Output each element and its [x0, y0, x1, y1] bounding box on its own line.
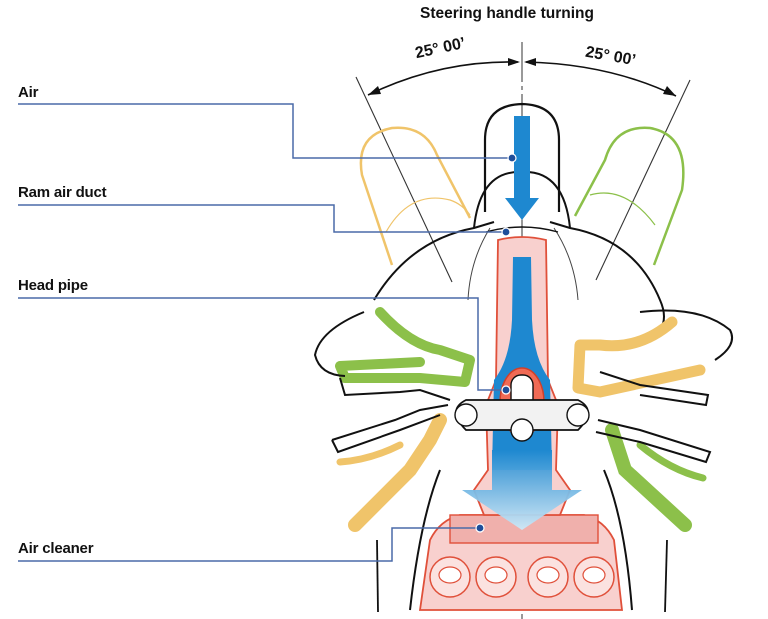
- leader-dot-ram-air-duct: [501, 227, 511, 237]
- right-side-mark: [664, 539, 668, 613]
- cowl-lower-curve: [485, 226, 559, 233]
- left-lever-green: [335, 307, 475, 387]
- fairing-inner-right: [553, 227, 579, 301]
- right-lever-yellow: [572, 316, 706, 398]
- leader-air: [18, 103, 512, 159]
- leader-dot-air-cleaner: [475, 523, 485, 533]
- fairing-inner-left: [467, 227, 491, 301]
- leader-air-cleaner: [18, 527, 480, 562]
- fairing-lower-left: [409, 469, 441, 611]
- left-angle-arc: [367, 61, 519, 96]
- funnel-hole-3: [536, 566, 560, 584]
- left-angle-ray: [355, 76, 453, 283]
- funnel-hole-4: [582, 566, 606, 584]
- leader-ram-air-duct: [18, 204, 506, 233]
- left-mirror-outline: [313, 311, 365, 377]
- right-angle-ray: [595, 79, 691, 281]
- funnel-hole-2: [484, 566, 508, 584]
- right-handlebar-outline: [595, 371, 712, 464]
- right-grip-green: [605, 423, 692, 532]
- left-turn-ghost-inner: [385, 197, 471, 233]
- fairing-lower-right: [603, 469, 633, 611]
- arrowhead-right-center: [524, 58, 536, 66]
- left-grip-yellow: [348, 413, 447, 532]
- label-air-cleaner: Air cleaner: [18, 540, 94, 557]
- left-side-mark: [376, 539, 379, 613]
- arrowhead-right-end: [663, 86, 676, 96]
- funnel-hole-1: [438, 566, 462, 584]
- fork-left: [454, 403, 478, 427]
- air-arrow-shaft: [514, 116, 530, 200]
- fork-right: [566, 403, 590, 427]
- right-mirror-outline: [639, 309, 734, 361]
- arrowhead-left-end: [368, 86, 381, 95]
- right-lever-green: [636, 441, 707, 482]
- arrowhead-left-center: [508, 58, 520, 66]
- leader-dot-head-pipe: [501, 385, 511, 395]
- air-flow-arrow-large: [462, 450, 582, 530]
- nose-cowl: [483, 102, 561, 212]
- fairing-outline: [373, 221, 665, 331]
- diagram-title: Steering handle turning: [420, 5, 594, 22]
- left-handlebar-outline: [331, 377, 451, 454]
- left-turn-ghost: [359, 126, 472, 266]
- left-lever-yellow: [336, 441, 404, 466]
- right-angle-arc: [525, 61, 677, 97]
- label-air: Air: [18, 84, 39, 101]
- leader-dot-air: [507, 153, 517, 163]
- right-turn-ghost: [573, 126, 685, 266]
- air-arrow-head: [505, 198, 539, 220]
- label-head-pipe: Head pipe: [18, 277, 88, 294]
- stem-nut: [510, 418, 534, 442]
- label-ram-air-duct: Ram air duct: [18, 184, 107, 201]
- right-turn-ghost-inner: [589, 192, 656, 226]
- leader-head-pipe: [18, 297, 506, 391]
